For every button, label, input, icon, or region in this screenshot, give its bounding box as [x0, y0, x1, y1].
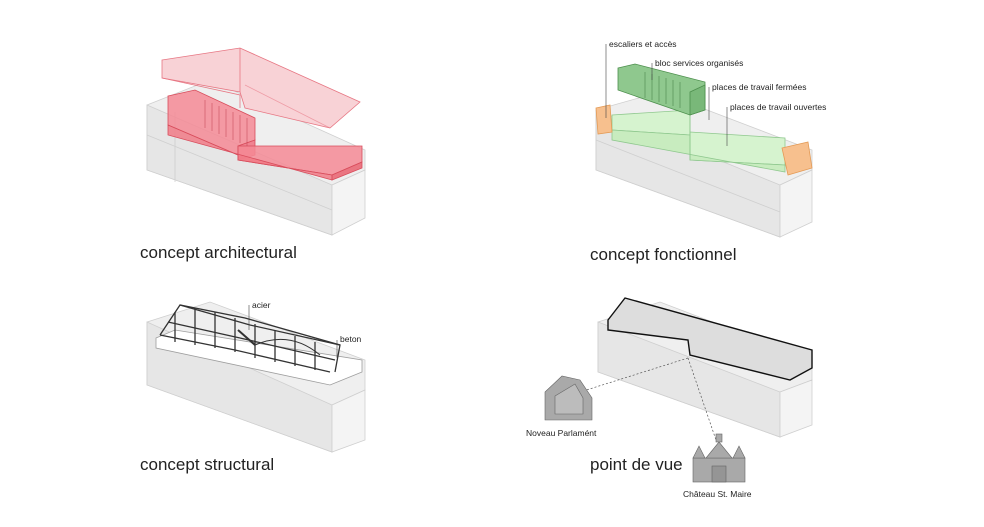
panel-concept-architectural: concept architectural — [140, 47, 366, 262]
label-places-de-travail-fermees: places de travail fermées — [712, 82, 807, 92]
label-beton: beton — [340, 334, 362, 344]
caption-point-de-vue: point de vue — [590, 455, 683, 474]
caption-concept-fonctionnel: concept fonctionnel — [590, 245, 737, 264]
view-sightlines — [579, 357, 717, 441]
label-acier: acier — [252, 300, 271, 310]
label-escaliers-et-acces: escaliers et accès — [609, 39, 677, 49]
stair-cores-orange — [595, 104, 813, 176]
label-leaders — [248, 305, 338, 358]
label-bloc-services-organises: bloc services organisés — [655, 58, 743, 68]
panel-point-de-vue: Noveau Parlamént Château St. Maire point… — [526, 297, 813, 499]
red-upper-volume — [167, 89, 363, 181]
label-leaders — [605, 44, 728, 146]
caption-concept-architectural: concept architectural — [140, 243, 297, 262]
roof-volume-floating — [161, 47, 361, 129]
roof-outline-highlight — [607, 297, 813, 381]
service-block-green — [617, 63, 706, 116]
noveau-parlament-icon — [544, 375, 593, 421]
work-areas-open — [611, 109, 786, 173]
panel-concept-fonctionnel: escaliers et accès bloc services organis… — [590, 39, 826, 264]
steel-frame-acier — [159, 304, 341, 373]
panel-concept-structural: acier beton concept structural — [140, 300, 366, 474]
label-places-de-travail-ouvertes: places de travail ouvertes — [730, 102, 826, 112]
label-chateau-st-maire: Château St. Maire — [683, 489, 752, 499]
chateau-st-maire-icon — [692, 433, 746, 483]
caption-concept-structural: concept structural — [140, 455, 274, 474]
label-noveau-parlament: Noveau Parlamént — [526, 428, 597, 438]
